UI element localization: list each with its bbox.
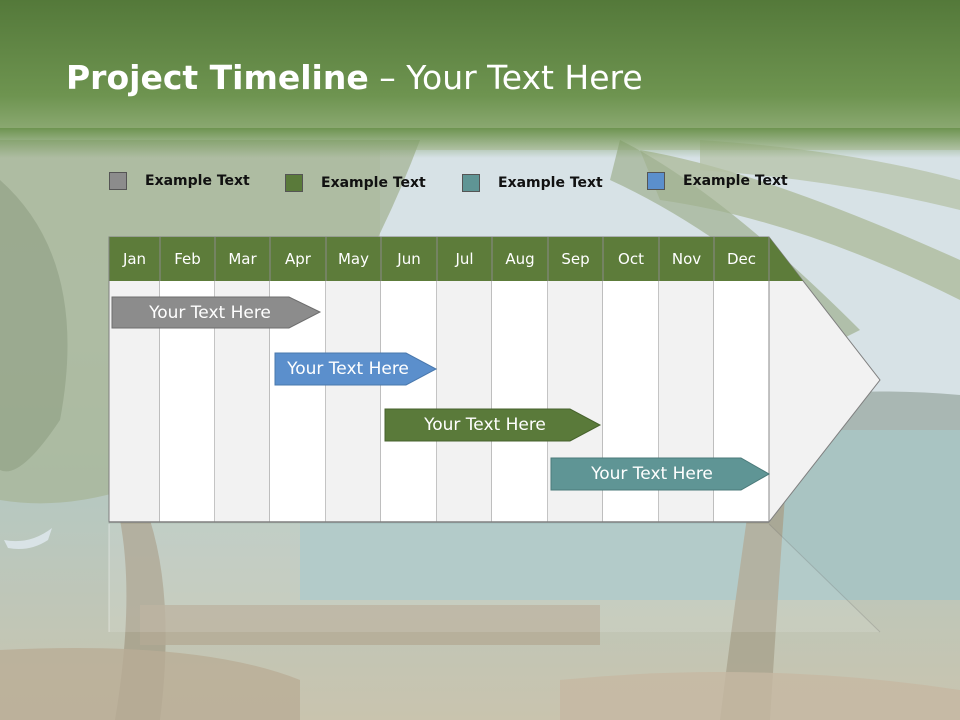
task-arrow-1 <box>111 296 322 329</box>
task-label-1[interactable]: Your Text Here <box>149 303 271 323</box>
legend-swatch-teal <box>462 174 480 192</box>
slide-title: Project Timeline – Your Text Here <box>66 58 643 97</box>
month-label-mar: Mar <box>228 249 257 268</box>
task-label-3[interactable]: Your Text Here <box>424 415 546 435</box>
title-bold-text: Project Timeline <box>66 58 369 97</box>
month-column <box>326 281 381 522</box>
task-label-4[interactable]: Your Text Here <box>591 464 713 484</box>
task-label-2[interactable]: Your Text Here <box>287 359 409 379</box>
month-label-dec: Dec <box>726 249 757 268</box>
month-label-apr: Apr <box>285 249 311 268</box>
legend-swatch-blue <box>647 172 665 190</box>
legend-item-gray: Example Text <box>109 170 250 192</box>
legend-item-teal: Example Text <box>462 172 603 194</box>
legend-label: Example Text <box>683 173 788 189</box>
month-column <box>492 281 548 522</box>
task-arrow-2 <box>274 352 438 386</box>
month-label-jun: Jun <box>397 249 421 268</box>
month-label-jul: Jul <box>455 249 474 268</box>
timeline-header-bar <box>109 237 803 281</box>
legend-swatch-gray <box>109 172 127 190</box>
month-label-oct: Oct <box>618 249 644 268</box>
title-rest-text: – Your Text Here <box>368 58 643 97</box>
task-arrow-3 <box>384 408 602 442</box>
month-label-feb: Feb <box>174 249 201 268</box>
month-column <box>381 281 437 522</box>
month-label-sep: Sep <box>561 249 590 268</box>
month-label-jan: Jan <box>122 249 147 268</box>
month-label-aug: Aug <box>505 249 535 268</box>
legend-item-green: Example Text <box>285 172 426 194</box>
month-label-may: May <box>337 249 369 268</box>
legend-item-blue: Example Text <box>647 170 788 192</box>
legend-label: Example Text <box>498 175 603 191</box>
month-label-nov: Nov <box>671 249 702 268</box>
month-column <box>437 281 492 522</box>
legend-label: Example Text <box>145 173 250 189</box>
legend-swatch-green <box>285 174 303 192</box>
task-arrow-4 <box>550 457 771 491</box>
legend-label: Example Text <box>321 175 426 191</box>
